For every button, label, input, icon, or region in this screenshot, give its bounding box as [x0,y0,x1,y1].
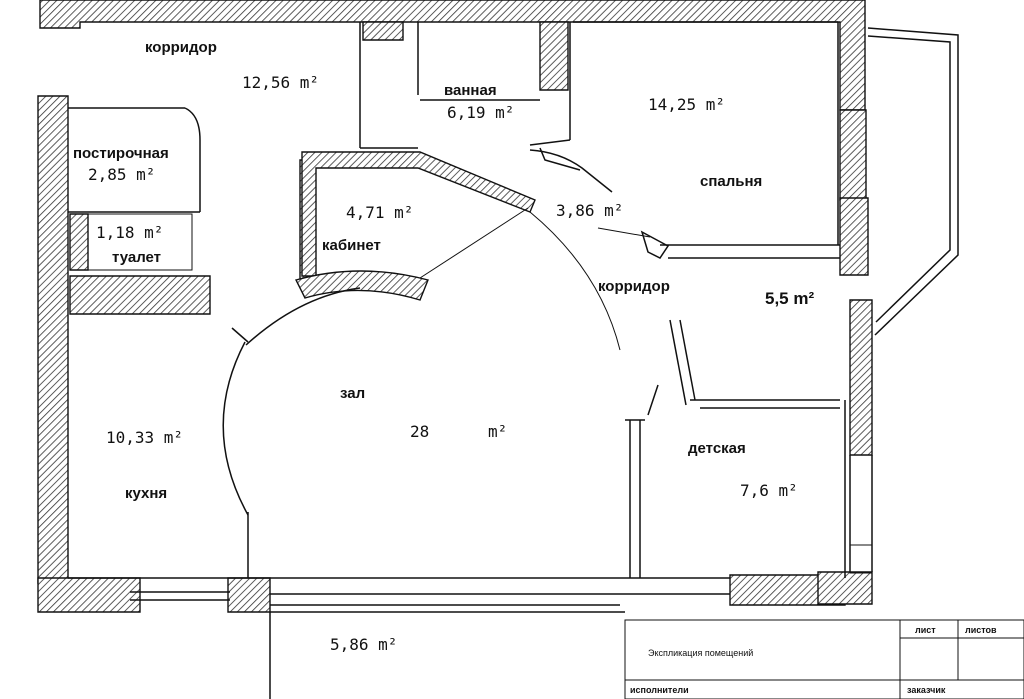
performers-label: исполнители [630,685,689,695]
hall-area: 28 [410,422,429,441]
toilet-area: 1,18 m² [96,223,163,242]
title-label: Экспликация помещений [648,648,753,658]
corridor-top-name: корридор [145,39,217,56]
interior-lines [68,21,846,699]
study-area: 4,71 m² [346,203,413,222]
kids-area: 7,6 m² [740,481,798,500]
toilet-name: туалет [112,249,161,266]
right-balcony [849,27,959,574]
hall-unit: m² [488,422,507,441]
balcony-area: 5,86 m² [330,635,397,654]
bedroom-area: 14,25 m² [648,95,725,114]
corridor-mid-area: 3,86 m² [556,201,623,220]
bathroom-area: 6,19 m² [447,103,514,122]
corridor-top-area: 12,56 m² [242,73,319,92]
bedroom-name: спальня [700,173,762,190]
kitchen-name: кухня [125,485,167,502]
closet-area: 5,5 m² [765,289,814,308]
title-block-labels: лист листов Экспликация помещений исполн… [630,625,997,695]
corridor-mid-name: корридор [598,278,670,295]
sheet-label: лист [915,625,936,635]
laundry-name: постирочная [73,145,169,162]
curved-walls [222,147,670,516]
title-block [624,619,1024,699]
study-name: кабинет [322,237,381,254]
laundry-area: 2,85 m² [88,165,155,184]
kitchen-area: 10,33 m² [106,428,183,447]
sheets-label: листов [965,625,997,635]
study-walls [294,151,536,301]
room-labels: корридор 12,56 m² ванная 6,19 m² 14,25 m… [73,39,814,654]
customer-label: заказчик [907,685,946,695]
bathroom-name: ванная [444,82,497,99]
kids-name: детская [688,440,746,457]
hall-name: зал [340,385,365,402]
